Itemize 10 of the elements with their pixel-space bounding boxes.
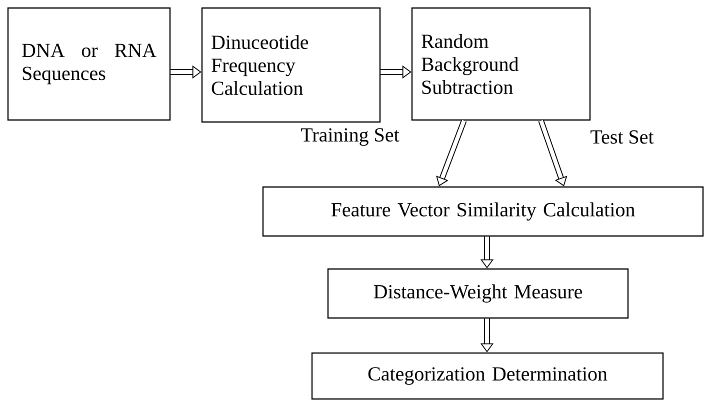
edge-label: Training Set [300,127,400,147]
process-box: Random Background Subtraction [411,7,591,121]
process-box: DNA or RNA Sequences [7,7,171,121]
process-box: Categorization Determination [311,352,664,400]
process-box: Feature Vector Similarity Calculation [262,186,704,237]
process-box: Dinuceotide Frequency Calculation [201,7,381,123]
process-box: Distance-Weight Measure [327,268,629,319]
arrow [538,120,568,186]
arrow [436,120,467,186]
edge-label: Test Set [589,129,655,145]
